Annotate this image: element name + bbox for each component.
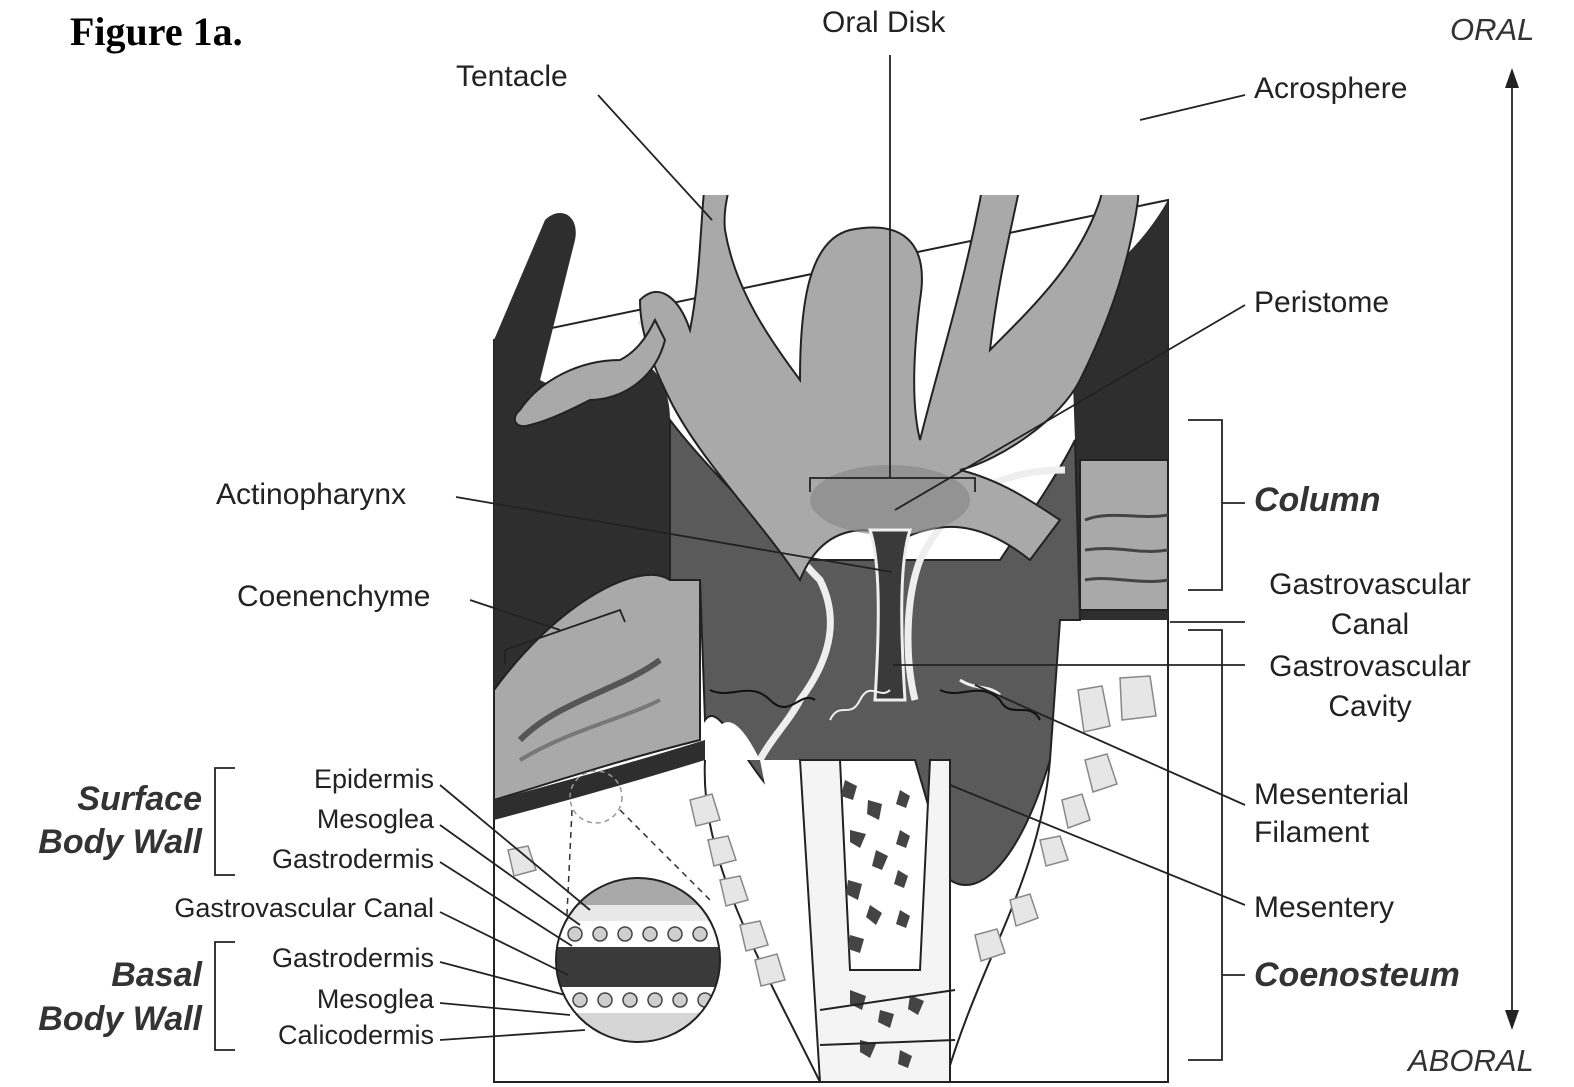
- basal-body-wall-title-1: Basal: [0, 958, 202, 992]
- label-gastrovascular-canal-2: Canal: [1250, 610, 1490, 640]
- basal-body-wall-title-2: Body Wall: [0, 1002, 202, 1036]
- surface-layer-mesoglea: Mesoglea: [230, 806, 434, 833]
- label-coenosteum: Coenosteum: [1254, 958, 1460, 992]
- label-gastrovascular-cavity-2: Cavity: [1250, 692, 1490, 722]
- figure-label: Figure 1a.: [70, 12, 243, 52]
- label-oral-disk: Oral Disk: [822, 8, 945, 38]
- basal-layer-calicodermis: Calicodermis: [230, 1022, 434, 1049]
- label-gastrovascular-cavity-1: Gastrovascular: [1250, 652, 1490, 682]
- oral-axis-label: ORAL: [1450, 14, 1534, 45]
- surface-body-wall-title-1: Surface: [0, 782, 202, 816]
- label-actinopharynx: Actinopharynx: [216, 480, 406, 510]
- label-column: Column: [1254, 483, 1381, 517]
- label-gastrovascular-canal-1: Gastrovascular: [1250, 570, 1490, 600]
- label-coenenchyme: Coenenchyme: [237, 582, 430, 612]
- basal-layer-gastrodermis: Gastrodermis: [230, 945, 434, 972]
- aboral-axis-label: ABORAL: [1408, 1045, 1534, 1076]
- surface-layer-epidermis: Epidermis: [230, 766, 434, 793]
- label-mesentery: Mesentery: [1254, 893, 1394, 923]
- basal-layer-mesoglea: Mesoglea: [230, 986, 434, 1013]
- surface-layer-gastrodermis: Gastrodermis: [230, 846, 434, 873]
- label-mesenterial-filament-1: Mesenterial: [1254, 780, 1409, 810]
- label-tentacle: Tentacle: [456, 62, 568, 92]
- label-acrosphere: Acrosphere: [1254, 74, 1407, 104]
- right-column-wall: [1080, 460, 1168, 610]
- surface-body-wall-title-2: Body Wall: [0, 825, 202, 859]
- label-peristome: Peristome: [1254, 288, 1389, 318]
- label-gastrovascular-canal-inset: Gastrovascular Canal: [100, 895, 434, 922]
- label-mesenterial-filament-2: Filament: [1254, 818, 1369, 848]
